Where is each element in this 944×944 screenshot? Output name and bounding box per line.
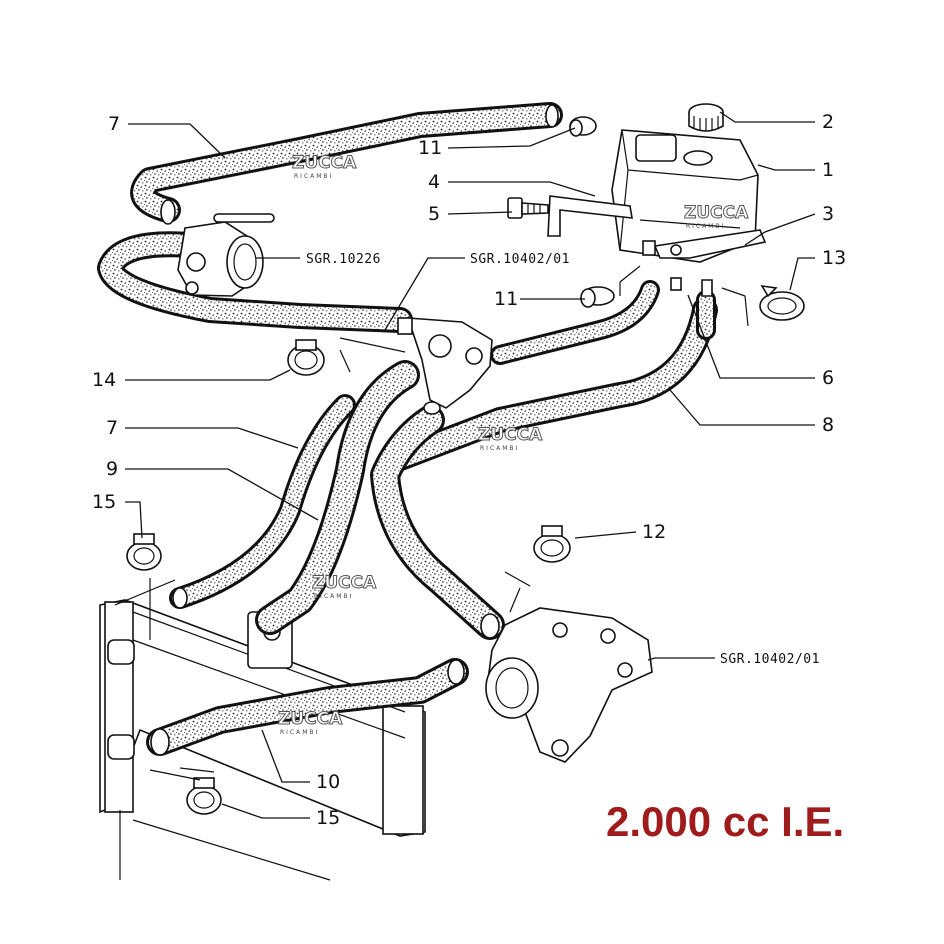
callout-14: 14 [92, 369, 116, 391]
watermarks: ZUCCA RICAMBI ZUCCA RICAMBI ZUCCA RICAMB… [278, 153, 750, 737]
callout-10: 10 [316, 771, 340, 793]
expansion-tank [611, 129, 759, 263]
callout-3: 3 [822, 203, 834, 225]
callout-4: 4 [428, 171, 440, 193]
callout-6: 6 [822, 367, 834, 389]
callout-11-lower: 11 [494, 288, 518, 310]
hose-7-lower [169, 394, 356, 609]
clamp-12 [533, 525, 571, 563]
hose-11-to-thermostat [490, 280, 660, 365]
clamp-11-mid [580, 286, 615, 308]
svg-text:RICAMBI: RICAMBI [294, 173, 333, 180]
watermark-logo: ZUCCA RICAMBI [292, 153, 358, 181]
callout-15-upper: 15 [92, 491, 116, 513]
hose-ends [150, 104, 559, 756]
thermostat-housing [397, 317, 493, 415]
tank-bracket [547, 195, 767, 259]
hose-9 [255, 360, 420, 635]
callout-9: 9 [106, 458, 118, 480]
ref-water-pump: SGR.10402/01 [720, 652, 820, 667]
svg-text:RICAMBI: RICAMBI [280, 729, 319, 736]
callout-8: 8 [822, 414, 834, 436]
callout-15-lower: 15 [316, 807, 340, 829]
reference-codes: SGR.10226 SGR.10402/01 SGR.10402/01 [306, 252, 820, 667]
throttle-body [177, 213, 275, 297]
callout-1: 1 [822, 159, 834, 181]
water-pump [485, 607, 653, 763]
engine-label: 2.000 cc I.E. [606, 798, 845, 845]
callout-13: 13 [822, 247, 846, 269]
leader-lines [125, 111, 816, 819]
bolt [507, 197, 549, 219]
watermark-logo: ZUCCA RICAMBI [278, 709, 344, 737]
hose-10 [146, 658, 469, 756]
clamp-15-upper [126, 533, 162, 571]
tank-outlet-fittings [642, 240, 713, 297]
callout-12: 12 [642, 521, 666, 543]
callout-7-upper: 7 [108, 113, 120, 135]
clamp-11-top [569, 116, 597, 137]
clamp-15-lower [186, 777, 222, 815]
hose-throttle-to-thermostat [97, 231, 413, 333]
hose-y-branch [370, 405, 505, 640]
svg-text:RICAMBI: RICAMBI [480, 445, 519, 452]
svg-text:ZUCCA: ZUCCA [292, 153, 357, 173]
assembly-guides [114, 265, 749, 781]
ref-throttle-body: SGR.10226 [306, 252, 381, 267]
svg-text:ZUCCA: ZUCCA [312, 573, 377, 593]
watermark-logo: ZUCCA RICAMBI [312, 573, 378, 601]
svg-text:ZUCCA: ZUCCA [278, 709, 343, 729]
hose-7-upper [130, 102, 563, 223]
clamp-14 [287, 339, 325, 376]
callout-5: 5 [428, 203, 440, 225]
watermark-logo: ZUCCA RICAMBI [684, 203, 750, 231]
watermark-logo: ZUCCA RICAMBI [478, 425, 544, 453]
callout-2: 2 [822, 111, 834, 133]
svg-text:RICAMBI: RICAMBI [314, 593, 353, 600]
clamp-13 [759, 284, 805, 321]
tank-cap [688, 103, 724, 132]
svg-text:RICAMBI: RICAMBI [686, 223, 725, 230]
ref-thermostat: SGR.10402/01 [470, 252, 570, 267]
svg-text:ZUCCA: ZUCCA [684, 203, 749, 223]
callout-7-lower: 7 [106, 417, 118, 439]
callout-11-upper: 11 [418, 137, 442, 159]
svg-text:ZUCCA: ZUCCA [478, 425, 543, 445]
callout-numbers: 7 11 4 5 11 2 1 3 13 6 8 14 7 9 15 12 10… [92, 111, 846, 829]
